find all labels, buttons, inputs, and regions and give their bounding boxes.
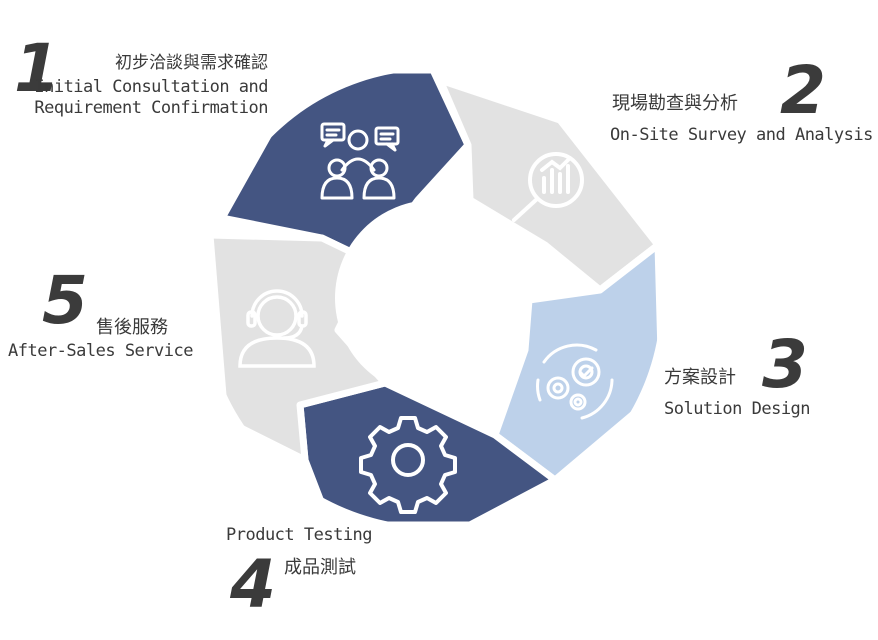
step-4-number: 4 <box>230 546 276 623</box>
step-2-number: 2 <box>780 52 826 129</box>
ring-center <box>335 200 531 396</box>
step-1-title-en-line2: Requirement Confirmation <box>34 98 268 119</box>
step-3-number: 3 <box>762 326 808 403</box>
step-1-title-zh: 初步洽談與需求確認 <box>115 53 268 73</box>
step-1-title-en-line1: Initial Consultation and <box>34 76 268 97</box>
analysis-magnifier-icon <box>512 152 584 222</box>
segment-step-2 <box>436 76 662 294</box>
gear-icon <box>359 416 457 514</box>
step-2-title-zh: 現場勘查與分析 <box>612 93 738 114</box>
step-3-title-en: Solution Design <box>664 399 811 419</box>
step-1-number: 1 <box>14 30 60 107</box>
step-5-number: 5 <box>42 262 88 339</box>
step-5-title-en: After-Sales Service <box>8 341 193 361</box>
step-5-title-zh: 售後服務 <box>96 317 168 338</box>
step-4-title-en: Product Testing <box>226 525 373 545</box>
step-2-title-en: On-Site Survey and Analysis <box>610 125 873 145</box>
consultation-icon <box>320 122 400 200</box>
headset-agent-icon <box>238 289 316 368</box>
step-4-title-zh: 成品測試 <box>284 557 356 578</box>
step-3-title-zh: 方案設計 <box>664 367 736 388</box>
gears-icon <box>536 343 614 420</box>
segment-step-4 <box>296 379 559 529</box>
